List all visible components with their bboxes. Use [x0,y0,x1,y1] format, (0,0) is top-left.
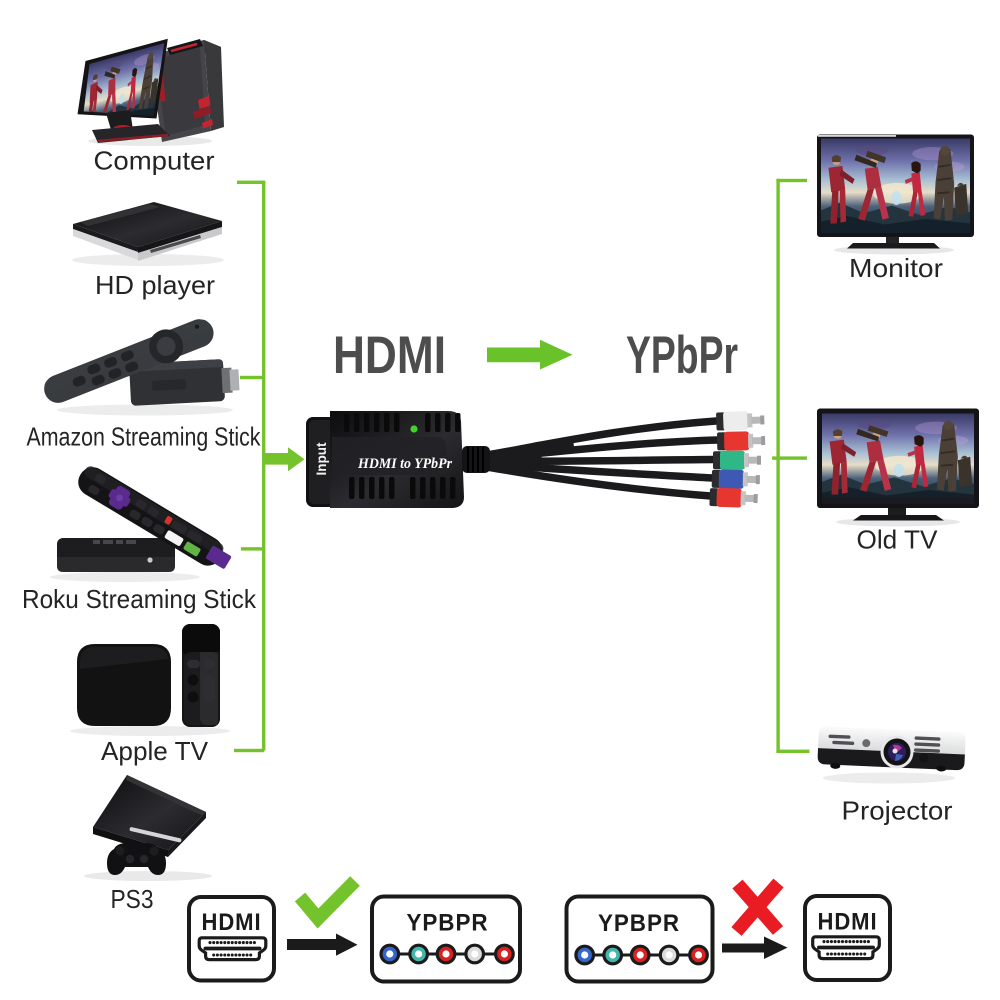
svg-text:Amazon Streaming Stick: Amazon Streaming Stick [27,422,262,452]
svg-text:Projector: Projector [842,796,953,826]
svg-text:PS3: PS3 [111,884,154,914]
svg-text:HDMI: HDMI [333,326,446,385]
svg-text:HDMI: HDMI [202,909,262,936]
svg-text:HDMI: HDMI [818,909,878,936]
svg-text:Apple TV: Apple TV [101,736,209,766]
svg-text:Monitor: Monitor [849,253,943,283]
svg-text:Input: Input [314,442,329,475]
svg-text:YPbPr: YPbPr [626,326,738,385]
svg-text:HD player: HD player [95,270,215,300]
svg-text:YPBPR: YPBPR [407,910,489,937]
svg-text:Roku Streaming Stick: Roku Streaming Stick [22,584,257,614]
svg-text:YPBPR: YPBPR [598,910,680,937]
svg-text:Old TV: Old TV [857,525,939,555]
svg-text:Computer: Computer [94,146,215,176]
svg-text:HDMI to YPbPr: HDMI to YPbPr [357,456,452,472]
